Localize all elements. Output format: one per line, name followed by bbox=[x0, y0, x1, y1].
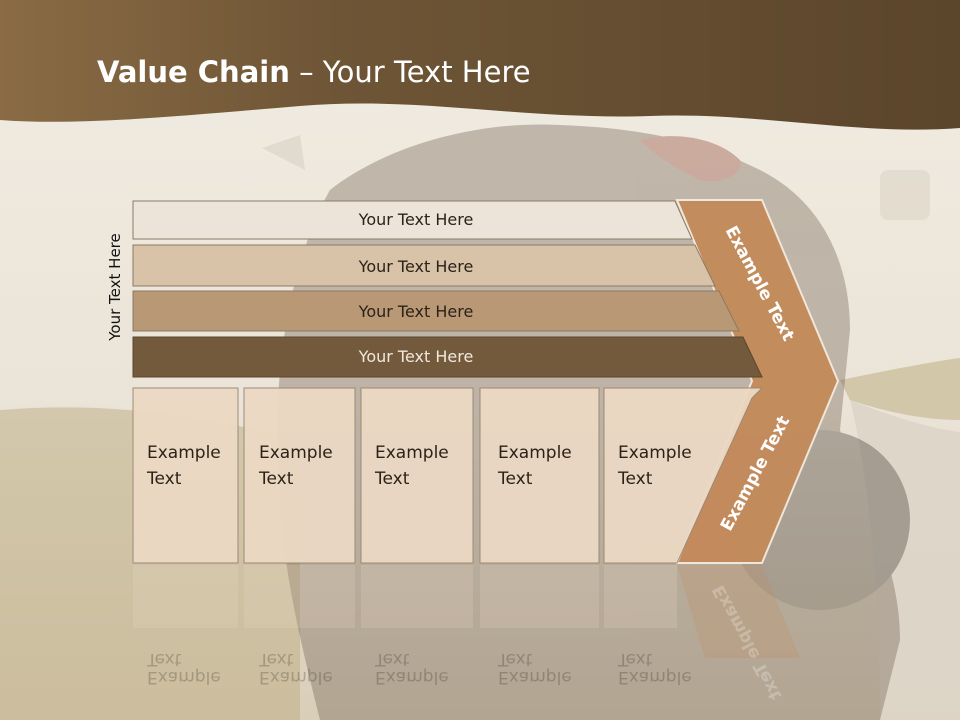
reflect-3-b: Example bbox=[375, 667, 449, 687]
box-3-line2: Text bbox=[374, 469, 410, 489]
reflection bbox=[133, 565, 800, 658]
band-4-label: Your Text Here bbox=[358, 347, 474, 366]
band-3[interactable]: Your Text Here bbox=[132, 290, 740, 332]
reflect-5-b: Example bbox=[618, 667, 692, 687]
band-3-label: Your Text Here bbox=[358, 302, 474, 321]
box-1-line1: Example bbox=[147, 443, 221, 463]
box-5[interactable]: Example Text bbox=[603, 387, 764, 564]
band-1-label: Your Text Here bbox=[358, 210, 474, 229]
box-3-line1: Example bbox=[375, 443, 449, 463]
box-4-line1: Example bbox=[498, 443, 572, 463]
reflect-3-a: Text bbox=[374, 649, 410, 669]
reflect-5-a: Text bbox=[617, 649, 653, 669]
reflect-4-b: Example bbox=[498, 667, 572, 687]
box-2-line2: Text bbox=[258, 469, 294, 489]
reflect-1-a: Text bbox=[146, 649, 182, 669]
box-5-line2: Text bbox=[617, 469, 653, 489]
box-4[interactable]: Example Text bbox=[479, 387, 600, 564]
reflect-2-b: Example bbox=[259, 667, 333, 687]
box-2[interactable]: Example Text bbox=[243, 387, 356, 564]
box-2-line1: Example bbox=[259, 443, 333, 463]
box-4-line2: Text bbox=[497, 469, 533, 489]
box-1[interactable]: Example Text bbox=[132, 387, 239, 564]
reflect-4-a: Text bbox=[497, 649, 533, 669]
band-2[interactable]: Your Text Here bbox=[132, 244, 716, 287]
box-1-line2: Text bbox=[146, 469, 182, 489]
band-4[interactable]: Your Text Here bbox=[132, 336, 763, 378]
title-rest: – Your Text Here bbox=[289, 55, 531, 89]
box-5-line1: Example bbox=[618, 443, 692, 463]
reflect-1-b: Example bbox=[147, 667, 221, 687]
box-3[interactable]: Example Text bbox=[360, 387, 474, 564]
reflect-2-a: Text bbox=[258, 649, 294, 669]
slide-title: Value Chain – Your Text Here bbox=[97, 55, 531, 89]
band-2-label: Your Text Here bbox=[358, 257, 474, 276]
band-1[interactable]: Your Text Here bbox=[132, 200, 693, 240]
title-bold: Value Chain bbox=[97, 55, 290, 89]
